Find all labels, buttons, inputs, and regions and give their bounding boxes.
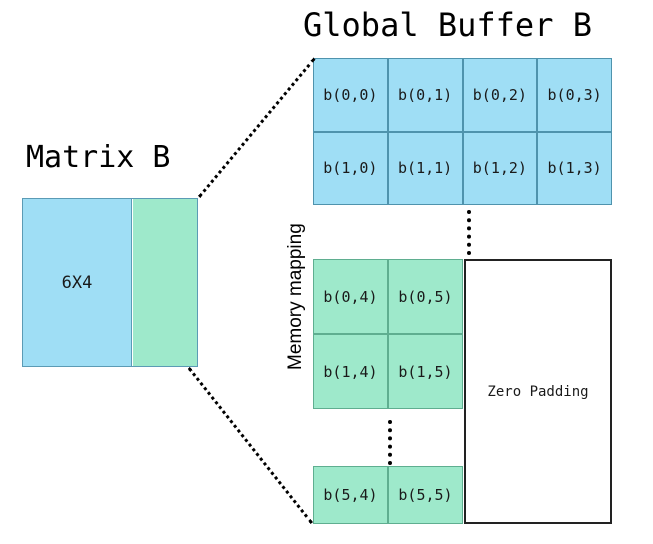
buffer-green-grid-bottom: b(5,4) b(5,5) xyxy=(313,466,463,524)
buffer-green-grid-top: b(0,4) b(0,5) b(1,4) b(1,5) xyxy=(313,259,463,409)
vertical-ellipsis-upper xyxy=(467,210,471,255)
buffer-cell: b(0,1) xyxy=(387,58,463,132)
buffer-cell: b(1,3) xyxy=(537,131,612,205)
buffer-cell: b(1,0) xyxy=(313,131,388,205)
matrix-blue-region: 6X4 xyxy=(23,199,132,366)
buffer-cell: b(5,4) xyxy=(313,466,388,524)
zero-padding-block: Zero Padding xyxy=(464,259,612,524)
global-buffer-title: Global Buffer B xyxy=(303,6,592,44)
vertical-ellipsis-lower xyxy=(388,420,392,465)
buffer-blue-grid: b(0,0) b(0,1) b(0,2) b(0,3) b(1,0) b(1,1… xyxy=(313,58,612,205)
buffer-cell: b(1,5) xyxy=(388,334,463,409)
buffer-cell: b(0,0) xyxy=(313,58,388,132)
matrix-dims-label: 6X4 xyxy=(61,272,93,293)
matrix-title: Matrix B xyxy=(26,140,171,175)
buffer-cell: b(0,3) xyxy=(537,58,612,132)
buffer-cell: b(0,2) xyxy=(462,58,538,132)
buffer-cell: b(0,5) xyxy=(388,259,463,334)
memory-mapping-label: Memory mapping xyxy=(285,223,306,370)
matrix-b-block: 6X4 xyxy=(22,198,198,367)
connector-line-bottom xyxy=(187,367,313,525)
buffer-cell: b(1,4) xyxy=(313,334,388,409)
buffer-cell: b(1,2) xyxy=(462,131,538,205)
zero-padding-label: Zero Padding xyxy=(487,383,589,400)
buffer-cell: b(5,5) xyxy=(388,466,463,524)
matrix-green-region xyxy=(133,199,197,366)
buffer-cell: b(1,1) xyxy=(387,131,463,205)
connector-line-top xyxy=(198,57,316,198)
buffer-cell: b(0,4) xyxy=(313,259,388,334)
